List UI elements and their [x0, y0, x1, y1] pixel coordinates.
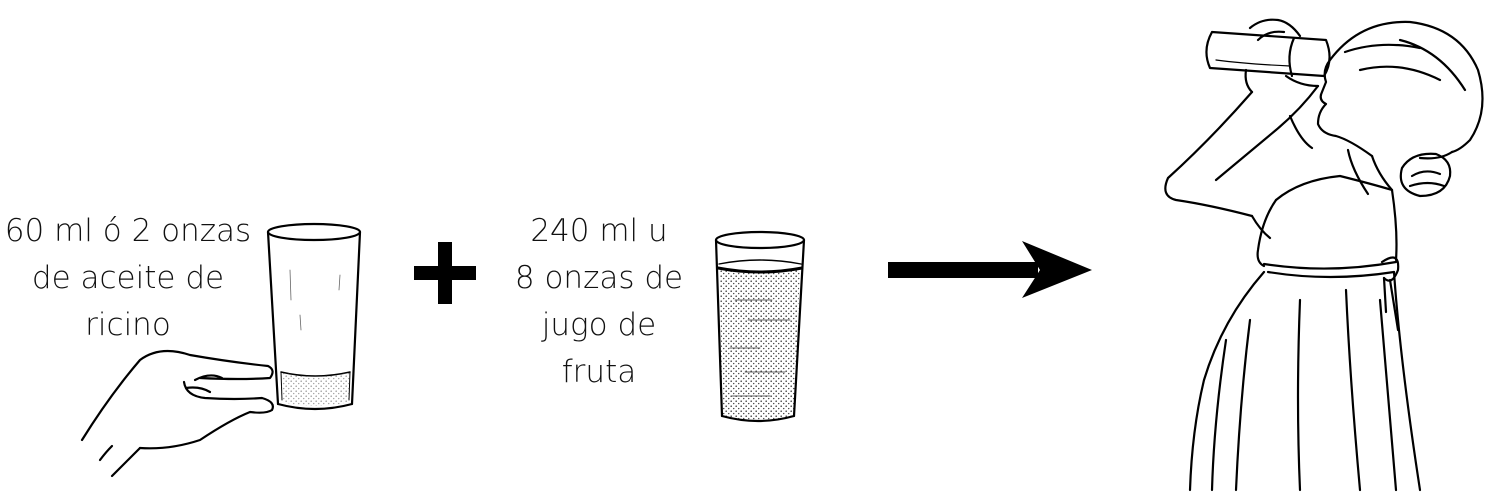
oil-caption-line: de aceite de [31, 260, 225, 296]
juice-glass [714, 230, 806, 423]
juice-caption-line: jugo de [541, 307, 657, 343]
woman-drinking-drawing [1164, 18, 1484, 492]
oil-glass [266, 222, 362, 411]
juice-quantity-caption: 240 ml u 8 onzas de jugo de fruta [508, 208, 690, 396]
plus-icon [414, 242, 476, 304]
juice-caption-line: fruta [561, 354, 637, 390]
arrow-right-icon [888, 241, 1092, 298]
oil-quantity-caption: 60 ml ó 2 onzas de aceite de ricino [0, 208, 256, 349]
hand-drawing [80, 349, 274, 478]
oil-liquid [281, 372, 350, 406]
juice-caption-line: 240 ml u [530, 213, 668, 249]
juice-caption-line: 8 onzas de [514, 260, 684, 296]
oil-caption-line: 60 ml ó 2 onzas [4, 213, 252, 249]
oil-caption-line: ricino [85, 307, 171, 343]
